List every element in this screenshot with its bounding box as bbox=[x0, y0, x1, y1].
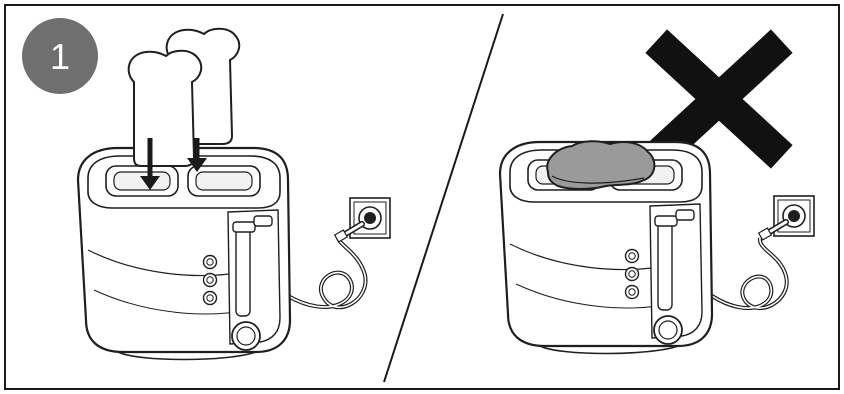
step-number: 1 bbox=[50, 36, 70, 77]
bread-slice-icon bbox=[129, 51, 202, 166]
toaster-icon bbox=[78, 148, 290, 360]
step-badge: 1 bbox=[22, 18, 98, 94]
flat-bread-icon bbox=[547, 141, 654, 189]
